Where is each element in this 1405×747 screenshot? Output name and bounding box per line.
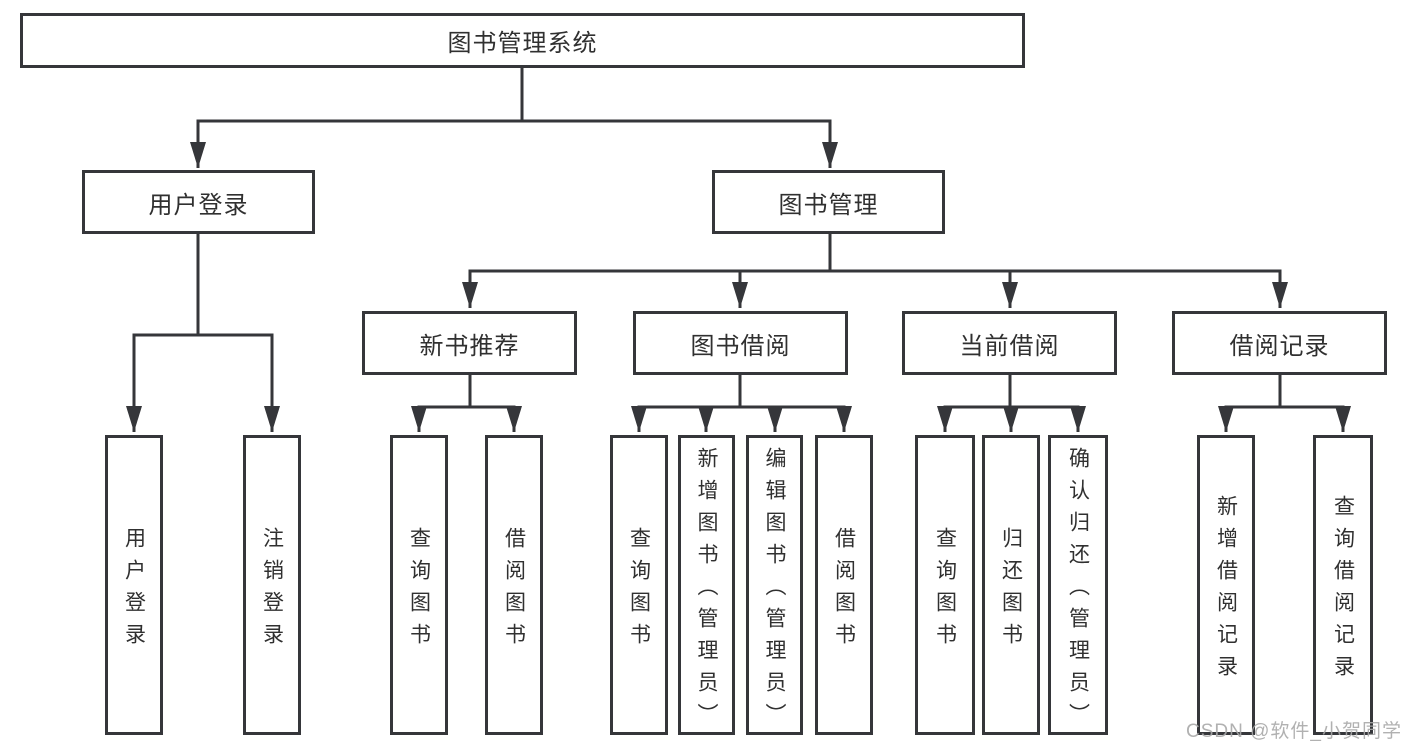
leaf-add-borrow-record: 新增借阅记录 [1197,435,1255,735]
leaf-confirm-return-admin-label: 确认归还（管理员） [1066,446,1090,735]
leaf-logout: 注销登录 [243,435,301,735]
leaf-query-books-newrec-label: 查询图书 [407,526,431,655]
leaf-add-book-admin-label: 新增图书（管理员） [695,446,718,735]
leaf-query-books-borrow: 查询图书 [610,435,668,735]
leaf-borrow-books-label: 借阅图书 [832,526,856,655]
leaf-return-books-label: 归还图书 [999,526,1023,655]
node-borrow-record: 借阅记录 [1172,311,1387,375]
node-book-management-label: 图书管理 [778,191,879,219]
connectors [126,66,1351,432]
node-root-label: 图书管理系统 [447,30,598,57]
node-new-book-recommend-label: 新书推荐 [419,332,520,360]
node-book-borrow-label: 图书借阅 [690,332,791,360]
leaf-logout-label: 注销登录 [260,526,284,655]
leaf-edit-book-admin-label: 编辑图书（管理员） [763,446,786,735]
leaf-borrow-books-newrec: 借阅图书 [485,435,543,735]
leaf-query-books-current: 查询图书 [915,435,975,735]
leaf-query-books-current-label: 查询图书 [933,526,957,655]
leaf-query-borrow-record: 查询借阅记录 [1313,435,1373,735]
leaf-query-borrow-record-label: 查询借阅记录 [1331,494,1355,687]
node-book-management: 图书管理 [712,170,945,234]
node-root: 图书管理系统 [20,13,1025,68]
leaf-add-borrow-record-label: 新增借阅记录 [1214,494,1238,687]
leaf-query-books-borrow-label: 查询图书 [627,526,651,655]
leaf-edit-book-admin: 编辑图书（管理员） [746,435,803,735]
csdn-watermark: CSDN @软件_小贺同学 [1186,721,1402,742]
node-current-borrow: 当前借阅 [902,311,1117,375]
leaf-return-books: 归还图书 [982,435,1040,735]
node-new-book-recommend: 新书推荐 [362,311,577,375]
leaf-confirm-return-admin: 确认归还（管理员） [1048,435,1108,735]
node-user-login-label: 用户登录 [148,191,249,219]
leaf-borrow-books-newrec-label: 借阅图书 [502,526,526,655]
node-book-borrow: 图书借阅 [633,311,848,375]
leaf-query-books-newrec: 查询图书 [390,435,448,735]
leaf-user-login-label: 用户登录 [122,526,146,655]
node-borrow-record-label: 借阅记录 [1229,332,1330,360]
leaf-add-book-admin: 新增图书（管理员） [678,435,735,735]
leaf-user-login: 用户登录 [105,435,163,735]
leaf-borrow-books: 借阅图书 [815,435,873,735]
node-current-borrow-label: 当前借阅 [959,332,1060,360]
node-user-login: 用户登录 [82,170,315,234]
